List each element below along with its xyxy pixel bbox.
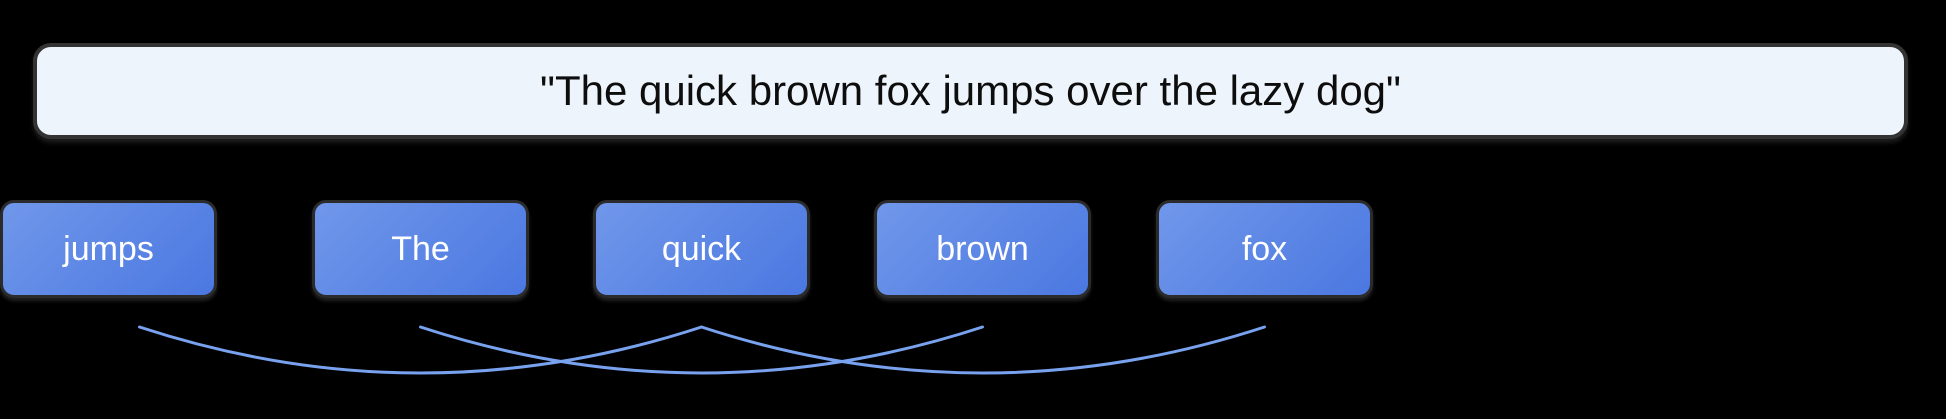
token-label: fox	[1241, 229, 1288, 268]
attention-arc	[138, 325, 703, 375]
token-box-brown: brown	[874, 200, 1091, 298]
attention-arc	[419, 325, 984, 375]
token-label: The	[391, 229, 450, 268]
token-box-the: The	[312, 200, 529, 298]
sentence-text: "The quick brown fox jumps over the lazy…	[540, 67, 1401, 114]
attention-arc	[700, 325, 1266, 375]
token-box-jumps: jumps	[0, 200, 217, 298]
token-label: brown	[936, 229, 1029, 268]
token-box-fox: fox	[1156, 200, 1373, 298]
token-label: quick	[661, 229, 742, 268]
sentence-box: "The quick brown fox jumps over the lazy…	[33, 43, 1908, 139]
token-label: jumps	[63, 229, 154, 268]
token-box-quick: quick	[593, 200, 810, 298]
